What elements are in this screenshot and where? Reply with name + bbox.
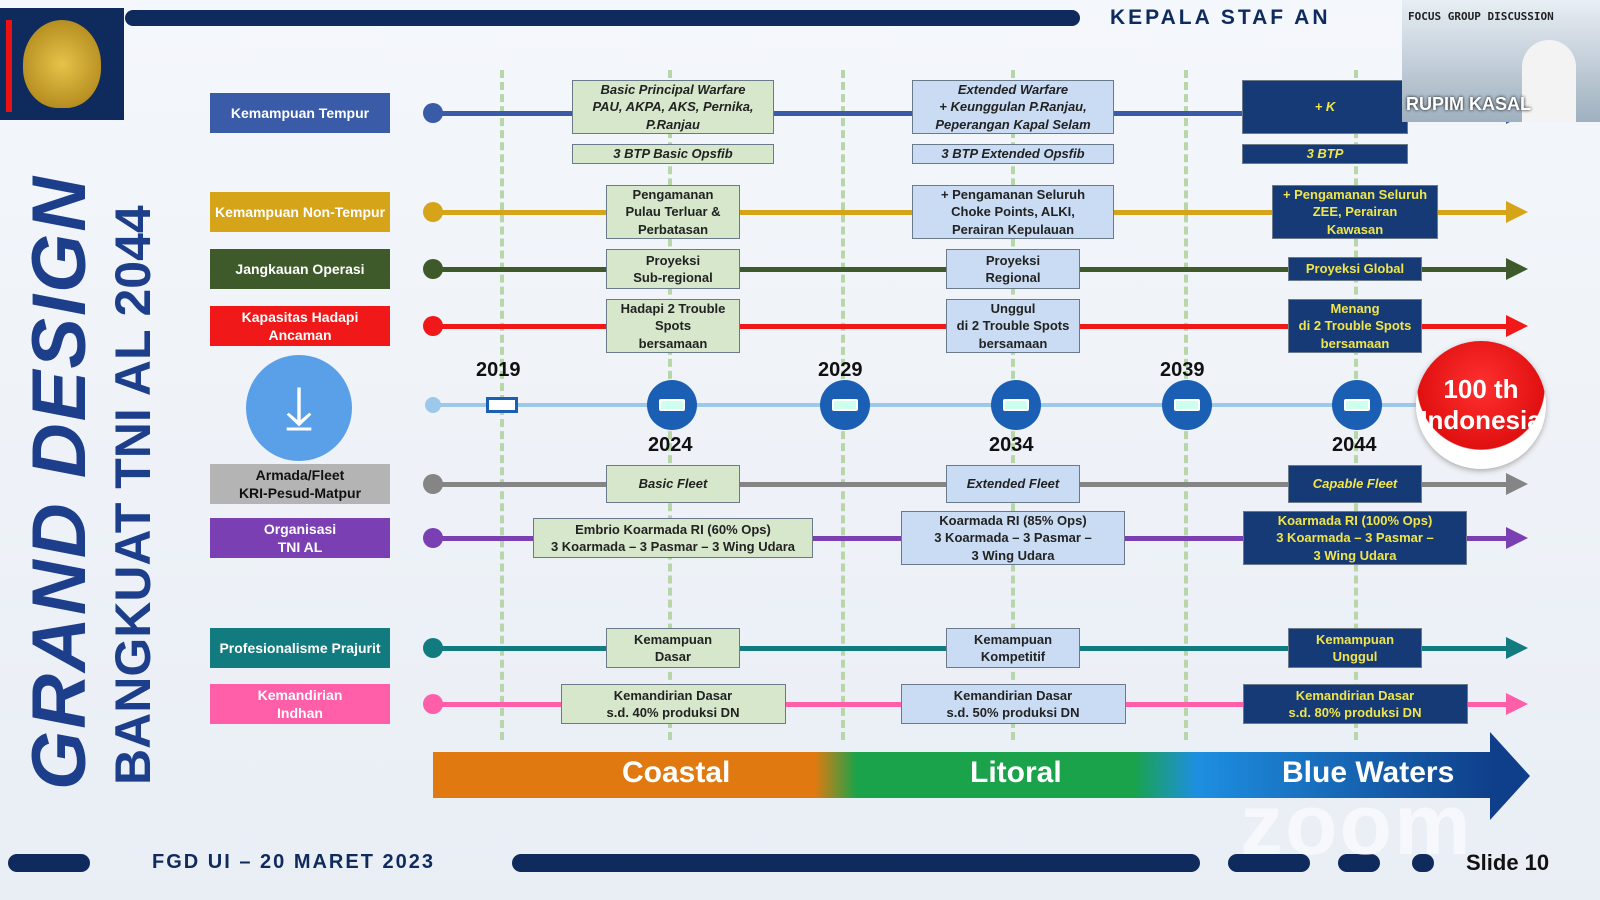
milestone-box: Basic Principal Warfare PAU, AKPA, AKS, … [572,80,774,134]
row-label: Kemampuan Non-Tempur [210,192,390,232]
milestone-box: Kemandirian Dasar s.d. 40% produksi DN [560,684,786,724]
row-start-dot [423,474,443,494]
footer-bar [1412,854,1434,872]
milestone-box: + Pengamanan Seluruh ZEE, Perairan Kawas… [1272,185,1438,239]
year-label: 2044 [1332,434,1377,456]
arrow-icon [1506,693,1528,715]
milestone-subbox: 3 BTP Basic Opsfib [572,144,774,164]
phase-arrow [1490,732,1530,820]
slide-number: Slide 10 [1466,850,1550,875]
row-start-dot [423,316,443,336]
milestone-box: Unggul di 2 Trouble Spots bersamaan [946,299,1080,353]
milestone-box: Koarmada RI (85% Ops) 3 Koarmada – 3 Pas… [901,511,1125,565]
milestone-box: Koarmada RI (100% Ops) 3 Koarmada – 3 Pa… [1243,511,1467,565]
title-main: GRAND DESIGN [17,174,102,790]
battery-icon [486,397,518,413]
milestone-box: Extended Fleet [946,465,1080,503]
row-label: Armada/Fleet KRI-Pesud-Matpur [210,464,390,504]
timeline-node [991,380,1041,430]
row-label: Organisasi TNI AL [210,518,390,558]
arrow-icon [1506,527,1528,549]
footer-bar [1228,854,1310,872]
arrow-icon [1506,637,1528,659]
year-label: 2019 [476,359,521,381]
milestone-box: Embrio Koarmada RI (60% Ops) 3 Koarmada … [533,518,813,558]
row-label: Kemampuan Tempur [210,93,390,133]
title-sub: BANGKUAT TNI AL 2044 [105,205,161,785]
download-icon[interactable]: ⤓ [246,355,352,461]
top-bar [125,10,1080,26]
milestone-subbox: 3 BTP [1242,144,1408,164]
milestone-box: Kemampuan Kompetitif [946,628,1080,668]
milestone-box: Kemampuan Unggul [1288,628,1422,668]
phase-band [433,752,1493,798]
milestone-box: Basic Fleet [606,465,740,503]
row-label: Jangkauan Operasi [210,249,390,289]
row-label: Profesionalisme Prajurit [210,628,390,668]
header-title: KEPALA STAF AN [1110,6,1331,29]
participant-name: RUPIM KASAL [1406,94,1531,114]
timeline-start-dot [425,397,441,413]
row-label: Kapasitas Hadapi Ancaman [210,306,390,346]
footer-bar [8,854,90,872]
milestone-box: + Pengamanan Seluruh Choke Points, ALKI,… [912,185,1114,239]
timeline-node [820,380,870,430]
year-label: 2039 [1160,359,1205,381]
row-start-dot [423,103,443,123]
red-stripe [6,20,12,112]
row-start-dot [423,202,443,222]
milestone-box: Menang di 2 Trouble Spots bersamaan [1288,299,1422,353]
badge-line2: Indonesia [1420,405,1542,435]
milestone-box: Proyeksi Sub-regional [606,249,740,289]
row-start-dot [423,259,443,279]
year-label: 2034 [989,434,1034,456]
footer-event: FGD UI – 20 MARET 2023 [152,851,435,873]
row-start-dot [423,694,443,714]
milestone-box: Extended Warfare + Keunggulan P.Ranjau, … [912,80,1114,134]
milestone-box: + K [1242,80,1408,134]
arrow-icon [1506,258,1528,280]
timeline-node [1162,380,1212,430]
centenary-badge: 100 th Indonesia [1416,341,1546,469]
footer-bar [512,854,1200,872]
participant-video[interactable]: FOCUS GROUP DISCUSSION RUPIM KASAL [1402,0,1600,122]
row-start-dot [423,528,443,548]
milestone-box: Kemandirian Dasar s.d. 50% produksi DN [900,684,1126,724]
milestone-box: Pengamanan Pulau Terluar & Perbatasan [606,185,740,239]
arrow-icon [1506,473,1528,495]
timeline-node [1332,380,1382,430]
timeline-line [433,403,1433,407]
phase-litoral: Litoral [970,756,1062,789]
phase-coastal: Coastal [622,756,731,789]
year-label: 2024 [648,434,693,456]
milestone-box: Hadapi 2 Trouble Spots bersamaan [606,299,740,353]
badge-line1: 100 th [1443,374,1519,404]
timeline-node [647,380,697,430]
arrow-icon [1506,315,1528,337]
milestone-box: Proyeksi Global [1288,257,1422,281]
milestone-subbox: 3 BTP Extended Opsfib [912,144,1114,164]
arrow-icon [1506,201,1528,223]
milestone-box: Capable Fleet [1288,465,1422,503]
footer-bar [1338,854,1380,872]
tni-al-logo [0,8,124,120]
row-start-dot [423,638,443,658]
phase-blue-waters: Blue Waters [1282,756,1455,789]
speaker [1522,40,1576,122]
year-label: 2029 [818,359,863,381]
row-label: Kemandirian Indhan [210,684,390,724]
milestone-box: Kemampuan Dasar [606,628,740,668]
milestone-box: Kemandirian Dasar s.d. 80% produksi DN [1242,684,1468,724]
milestone-box: Proyeksi Regional [946,249,1080,289]
video-title: FOCUS GROUP DISCUSSION [1408,10,1554,23]
zoom-watermark: zoom [1240,777,1473,873]
